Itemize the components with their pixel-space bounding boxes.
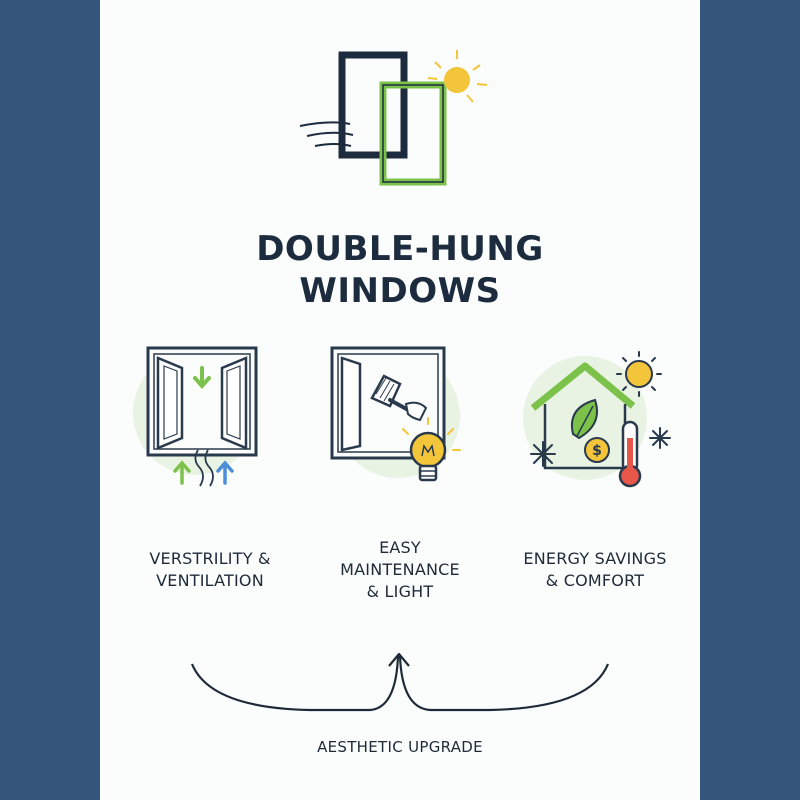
window-ventilation-icon (133, 346, 258, 487)
feature-label-ventilation: VERSTRILITY & VENTILATION (120, 548, 300, 592)
title-line-2: WINDOWS (299, 271, 501, 311)
svg-text:$: $ (592, 443, 602, 459)
double-window-hero-icon (299, 50, 488, 186)
page-title: DOUBLE-HUNG WINDOWS (100, 228, 700, 312)
converging-arrow-connector (190, 652, 610, 712)
feature-label-energy: ENERGY SAVINGS & COMFORT (505, 548, 685, 592)
feature-label-line: & LIGHT (366, 582, 434, 601)
feature-label-line: VENTILATION (156, 571, 264, 590)
feature-label-line: MAINTENANCE (340, 560, 460, 579)
title-line-1: DOUBLE-HUNG (256, 229, 544, 269)
feature-label-line: EASY (379, 538, 421, 557)
window-cleaning-light-icon (330, 346, 461, 482)
feature-label-line: & COMFORT (545, 571, 645, 590)
left-border-band (0, 0, 100, 800)
house-energy-icon: $ (523, 351, 671, 488)
feature-label-line: VERSTRILITY & (149, 549, 271, 568)
bottom-label: AESTHETIC UPGRADE (317, 738, 483, 756)
feature-label-maintenance: EASY MAINTENANCE & LIGHT (310, 537, 490, 603)
infographic-panel: DOUBLE-HUNG WINDOWS (100, 0, 700, 800)
feature-label-line: ENERGY SAVINGS (523, 549, 667, 568)
right-border-band (700, 0, 800, 800)
